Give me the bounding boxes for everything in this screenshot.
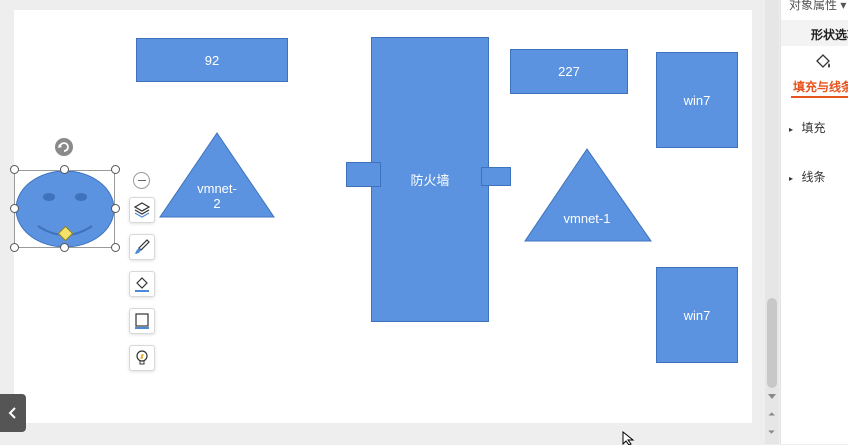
section-line-label: 线条	[801, 170, 826, 184]
lightbulb-icon	[136, 350, 148, 365]
page-up-icon[interactable]: ⏶	[768, 409, 776, 419]
triangle-vmnet-2-label-line1: vmnet-	[197, 181, 237, 196]
scrollbar-thumb[interactable]	[767, 298, 777, 388]
properties-panel: 对象属性 ▾ 形状选项 填充与线条 ▸ 填充 ▸ 线条	[780, 0, 848, 444]
fill-line-icon	[816, 54, 830, 68]
panel-header[interactable]: 对象属性 ▾	[789, 0, 847, 12]
fill-icon	[135, 277, 149, 292]
collapse-left-button[interactable]	[0, 394, 26, 432]
rotate-handle-icon[interactable]	[54, 137, 74, 157]
resize-handle-br[interactable]	[111, 243, 120, 252]
chevron-left-icon	[8, 407, 16, 419]
fill-button[interactable]	[129, 271, 155, 297]
scroll-down-icon[interactable]	[768, 394, 776, 399]
expand-line-icon: ▸	[789, 174, 794, 183]
firewall-port-right[interactable]	[481, 167, 511, 186]
triangle-vmnet-1-label: vmnet-1	[563, 211, 611, 226]
brush-icon	[135, 239, 150, 254]
tab-fill-and-line[interactable]: 填充与线条	[793, 80, 848, 94]
rect-92[interactable]: 92	[136, 38, 288, 82]
resize-handle-ml[interactable]	[10, 204, 19, 213]
border-icon	[135, 313, 149, 329]
panel-tabs-bar	[781, 20, 848, 46]
page-down-icon[interactable]: ⏷	[768, 427, 776, 437]
border-button[interactable]	[129, 308, 155, 334]
style-brush-button[interactable]	[129, 234, 155, 260]
resize-handle-bm[interactable]	[60, 243, 69, 252]
active-tab-underline	[791, 96, 848, 98]
firewall-label: 防火墙	[410, 173, 450, 188]
collapse-toolbar-button[interactable]	[133, 172, 150, 189]
layers-button[interactable]	[129, 197, 155, 223]
rect-92-label: 92	[204, 52, 220, 68]
mouse-cursor-icon	[622, 431, 635, 445]
layers-icon	[133, 202, 151, 218]
triangle-vmnet-2-label-line2: 2	[213, 196, 221, 211]
firewall-shape[interactable]: 防火墙	[371, 37, 489, 322]
tab-shape-options[interactable]: 形状选项	[811, 28, 848, 42]
win7-top-label: win7	[683, 92, 711, 108]
win7-bottom[interactable]: win7	[656, 267, 738, 363]
effects-button[interactable]	[129, 345, 155, 371]
rect-227-label: 227	[558, 64, 580, 79]
resize-handle-mr[interactable]	[111, 204, 120, 213]
section-fill[interactable]: ▸ 填充	[789, 119, 825, 137]
resize-handle-tm[interactable]	[60, 165, 69, 174]
section-line[interactable]: ▸ 线条	[789, 168, 825, 186]
minus-icon	[137, 179, 146, 182]
triangle-vmnet-2[interactable]	[158, 131, 276, 219]
resize-handle-tl[interactable]	[10, 165, 19, 174]
win7-top[interactable]: win7	[656, 52, 738, 148]
rect-227[interactable]: 227	[510, 49, 628, 94]
triangle-vmnet-2-label: vmnet- 2	[182, 181, 252, 211]
resize-handle-tr[interactable]	[111, 165, 120, 174]
win7-bottom-label: win7	[683, 307, 711, 323]
drawing-canvas[interactable]: 92 防火墙 227 win7 win7 vmnet- 2 vmnet-1	[10, 10, 752, 423]
expand-fill-icon: ▸	[789, 125, 794, 134]
resize-handle-bl[interactable]	[10, 243, 19, 252]
firewall-port-left[interactable]	[346, 162, 381, 187]
section-fill-label: 填充	[801, 121, 826, 135]
triangle-vmnet-1[interactable]	[523, 147, 653, 243]
